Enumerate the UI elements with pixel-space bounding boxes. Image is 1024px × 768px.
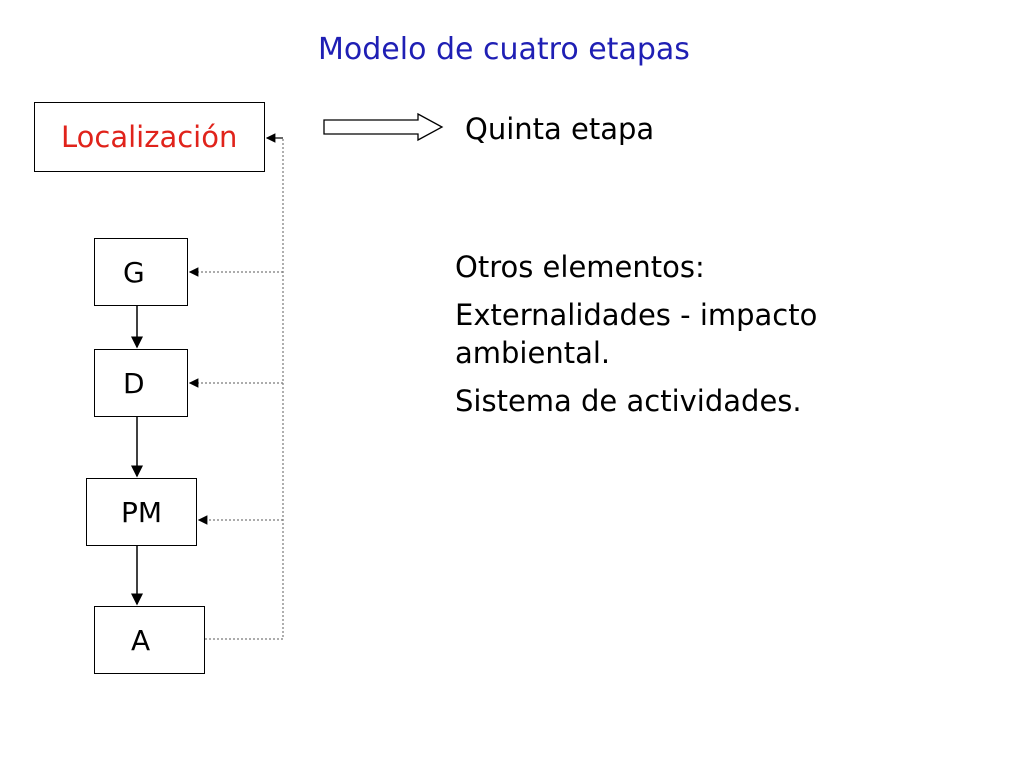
location-stage-box: Localización (34, 102, 265, 172)
page-title: Modelo de cuatro etapas (318, 32, 690, 67)
modal-split-stage-box: PM (86, 478, 197, 546)
generation-stage-box: G (94, 238, 188, 306)
location-stage-label: Localización (61, 120, 238, 154)
notes-item: Externalidades - impacto ambiental. (455, 298, 818, 370)
assignment-stage-box: A (94, 606, 205, 674)
distribution-stage-box: D (94, 349, 188, 417)
fifth-stage-label: Quinta etapa (465, 112, 655, 146)
assignment-stage-label: A (131, 623, 151, 657)
notes-heading: Otros elementos: (455, 250, 705, 284)
modal-split-stage-label: PM (121, 495, 163, 529)
feedback-loop-line (205, 138, 284, 640)
other-elements-notes: Otros elementos: Externalidades - impact… (455, 248, 875, 430)
distribution-stage-label: D (123, 366, 145, 400)
generation-stage-label: G (123, 255, 145, 289)
notes-item: Sistema de actividades. (455, 384, 802, 418)
hollow-arrow-to-fifth-stage (323, 112, 444, 142)
